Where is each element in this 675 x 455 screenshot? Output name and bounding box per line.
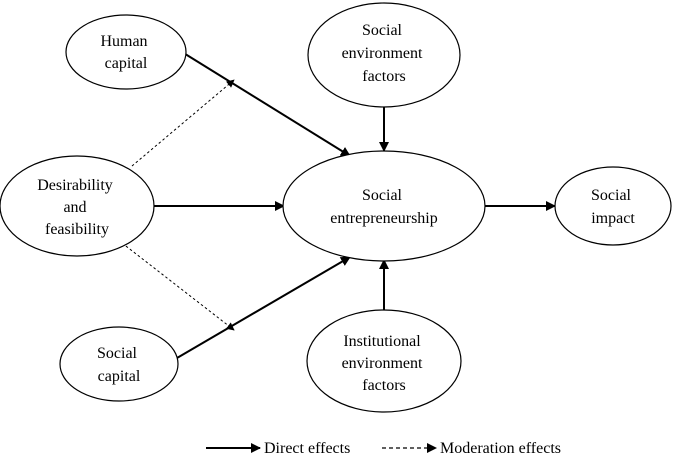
- node-social-capital-line-2: capital: [98, 368, 141, 385]
- node-desirability-feasibility-label: Desirability and feasibility: [37, 177, 117, 238]
- node-institutional-environment-shape: [306, 309, 462, 413]
- node-social-environment-line-2: environment: [342, 45, 423, 62]
- node-social-impact-line-1: Social: [591, 187, 632, 204]
- node-human-capital-line-2: capital: [105, 55, 148, 72]
- node-social-impact: Social impact: [554, 166, 672, 246]
- node-human-capital-shape: [65, 14, 187, 90]
- node-social-capital-line-1: Social: [97, 345, 138, 362]
- edge-moderation-desirability-to-human-capital-path: [131, 79, 235, 167]
- node-social-environment-line-3: factors: [362, 68, 406, 85]
- node-social-entrepreneurship-line-1: Social: [362, 187, 403, 204]
- node-social-environment: Social environment factors: [307, 2, 461, 108]
- edge-social-capital-to-social-entrepreneurship: [176, 256, 351, 359]
- node-social-capital: Social capital: [59, 326, 179, 402]
- edge-human-capital-to-social-entrepreneurship: [181, 51, 351, 157]
- node-social-impact-shape: [554, 166, 672, 246]
- node-human-capital-line-1: Human: [100, 33, 147, 50]
- node-social-environment-label: Social environment factors: [342, 22, 427, 85]
- node-social-impact-line-2: impact: [591, 210, 635, 227]
- legend-moderation-label: Moderation effects: [440, 440, 561, 455]
- node-social-entrepreneurship-shape: [282, 150, 486, 262]
- node-institutional-environment: Institutional environment factors: [306, 309, 462, 413]
- node-institutional-environment-line-2: environment: [342, 355, 423, 372]
- node-institutional-environment-label: Institutional environment factors: [342, 333, 427, 394]
- node-institutional-environment-line-1: Institutional: [343, 333, 421, 350]
- legend: Direct effects Moderation effects: [206, 440, 561, 455]
- node-social-environment-shape: [307, 2, 461, 108]
- node-social-impact-label: Social impact: [591, 187, 635, 227]
- node-social-entrepreneurship-line-2: entrepreneurship: [330, 210, 438, 227]
- legend-direct-label: Direct effects: [264, 440, 350, 455]
- node-human-capital-label: Human capital: [100, 33, 151, 72]
- node-social-capital-label: Social capital: [97, 345, 141, 385]
- edge-moderation-desirability-to-social-capital-path: [121, 242, 235, 331]
- node-institutional-environment-line-3: factors: [362, 377, 406, 394]
- node-social-entrepreneurship: Social entrepreneurship: [282, 150, 486, 262]
- edges: [121, 51, 556, 359]
- node-desirability-feasibility-shape: [0, 155, 155, 257]
- node-social-environment-line-1: Social: [362, 22, 403, 39]
- node-human-capital: Human capital: [65, 14, 187, 90]
- node-desirability-feasibility: Desirability and feasibility: [0, 155, 155, 257]
- node-social-capital-shape: [59, 326, 179, 402]
- node-desirability-line-3: feasibility: [45, 221, 109, 238]
- node-desirability-line-1: Desirability: [37, 177, 113, 194]
- node-social-entrepreneurship-label: Social entrepreneurship: [330, 187, 438, 227]
- node-desirability-line-2: and: [63, 199, 86, 216]
